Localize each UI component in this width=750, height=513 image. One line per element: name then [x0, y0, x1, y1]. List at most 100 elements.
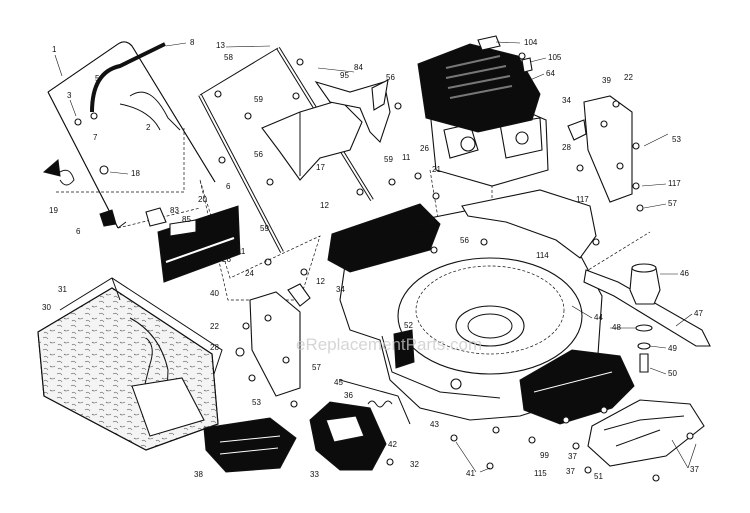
callout-17: 17 [316, 163, 325, 172]
callout-46: 46 [680, 269, 689, 278]
height-adjust-plate-right [567, 95, 633, 203]
engine [417, 35, 549, 187]
callout-32: 32 [410, 460, 419, 469]
callout-37-b: 37 [568, 452, 577, 461]
callout-114: 114 [536, 251, 549, 260]
callout-30: 30 [42, 303, 51, 312]
callout-99: 99 [540, 451, 549, 460]
callout-39: 39 [602, 76, 611, 85]
callout-115: 115 [534, 469, 547, 478]
callout-83: 83 [170, 206, 179, 215]
callout-31: 31 [58, 285, 67, 294]
height-adjust-plate-left [249, 283, 311, 397]
callout-56-b: 56 [386, 73, 395, 82]
callout-52: 52 [404, 321, 413, 330]
callout-18: 18 [131, 169, 140, 178]
mulch-plug [519, 349, 635, 425]
callout-64: 64 [546, 69, 555, 78]
axle-and-spring [339, 379, 411, 425]
callout-45: 45 [334, 378, 343, 387]
callout-117-a: 117 [576, 195, 589, 204]
callout-48: 48 [612, 323, 621, 332]
grass-bag-flap [145, 205, 241, 283]
grass-catcher [37, 277, 223, 451]
callout-2: 2 [146, 123, 151, 132]
callout-57-a: 57 [312, 363, 321, 372]
callout-40: 40 [210, 289, 219, 298]
callout-37-a: 37 [566, 467, 575, 476]
callout-28-b: 28 [562, 143, 571, 152]
callout-50: 50 [668, 369, 677, 378]
callout-56-a: 56 [254, 150, 263, 159]
callout-47: 47 [694, 309, 703, 318]
callout-7: 7 [93, 133, 98, 142]
rear-skirt [587, 399, 705, 467]
callout-6-right: 6 [226, 182, 231, 191]
callout-59-b: 59 [384, 155, 393, 164]
callout-105: 105 [548, 53, 562, 62]
callout-labels: 1 3 5 7 2 8 18 19 6 6 13 58 59 56 17 84 … [42, 38, 703, 481]
callout-85: 85 [182, 215, 191, 224]
callout-59-c: 59 [260, 224, 269, 233]
callout-59-a: 59 [254, 95, 263, 104]
cable-clip [99, 209, 117, 227]
callout-95: 95 [340, 71, 349, 80]
handle-knob [42, 159, 75, 186]
leader-lines [54, 41, 697, 473]
callout-1: 1 [52, 45, 57, 54]
callout-33: 33 [310, 470, 319, 479]
callout-43: 43 [430, 420, 439, 429]
rear-guard [261, 99, 363, 181]
callout-8: 8 [190, 38, 195, 47]
callout-12-a: 12 [320, 201, 329, 210]
callout-104: 104 [524, 38, 538, 47]
callout-12-b: 12 [316, 277, 325, 286]
callout-38: 38 [194, 470, 203, 479]
callout-22-b: 22 [624, 73, 633, 82]
callout-26-a: 26 [420, 144, 429, 153]
callout-26-b: 26 [222, 255, 231, 264]
rear-flap [327, 203, 441, 273]
callout-6-left: 6 [76, 227, 81, 236]
callout-37-c: 37 [690, 465, 699, 474]
callout-53-a: 53 [252, 398, 261, 407]
callout-57-b: 57 [668, 199, 677, 208]
callout-28-a: 28 [210, 343, 219, 352]
callout-20: 20 [198, 195, 207, 204]
mower-deck [339, 203, 603, 421]
upper-handle [47, 41, 216, 229]
handle-bracket [314, 79, 391, 144]
callout-34-b: 34 [562, 96, 571, 105]
callout-117-b: 117 [668, 179, 681, 188]
handle-bolts [74, 58, 304, 382]
callout-58: 58 [224, 53, 233, 62]
watermark: eReplacementParts.com [296, 335, 482, 354]
callout-36: 36 [344, 391, 353, 400]
blade-washers [635, 324, 653, 373]
callout-44: 44 [594, 313, 603, 322]
callout-21: 21 [432, 165, 441, 174]
discharge-plug [393, 329, 415, 369]
callout-51: 51 [594, 472, 603, 481]
callout-56-c: 56 [460, 236, 469, 245]
callout-19: 19 [49, 206, 58, 215]
callout-24: 24 [245, 269, 254, 278]
blade-adapter [629, 263, 661, 305]
callout-41: 41 [466, 469, 475, 478]
callout-34-a: 34 [336, 285, 345, 294]
wheel-cover-right [309, 401, 387, 471]
callout-84: 84 [354, 63, 363, 72]
callout-49: 49 [668, 344, 677, 353]
callout-3: 3 [67, 91, 72, 100]
callout-9: 9 [430, 217, 435, 226]
callout-11-a: 11 [402, 153, 411, 162]
callout-5: 5 [95, 74, 100, 83]
wheel-cover-left [203, 417, 297, 473]
callout-42: 42 [388, 440, 397, 449]
callout-11-b: 11 [237, 247, 246, 256]
fasteners [290, 52, 694, 482]
callout-22-a: 22 [210, 322, 219, 331]
callout-13: 13 [216, 41, 225, 50]
drive-bracket [461, 189, 597, 259]
